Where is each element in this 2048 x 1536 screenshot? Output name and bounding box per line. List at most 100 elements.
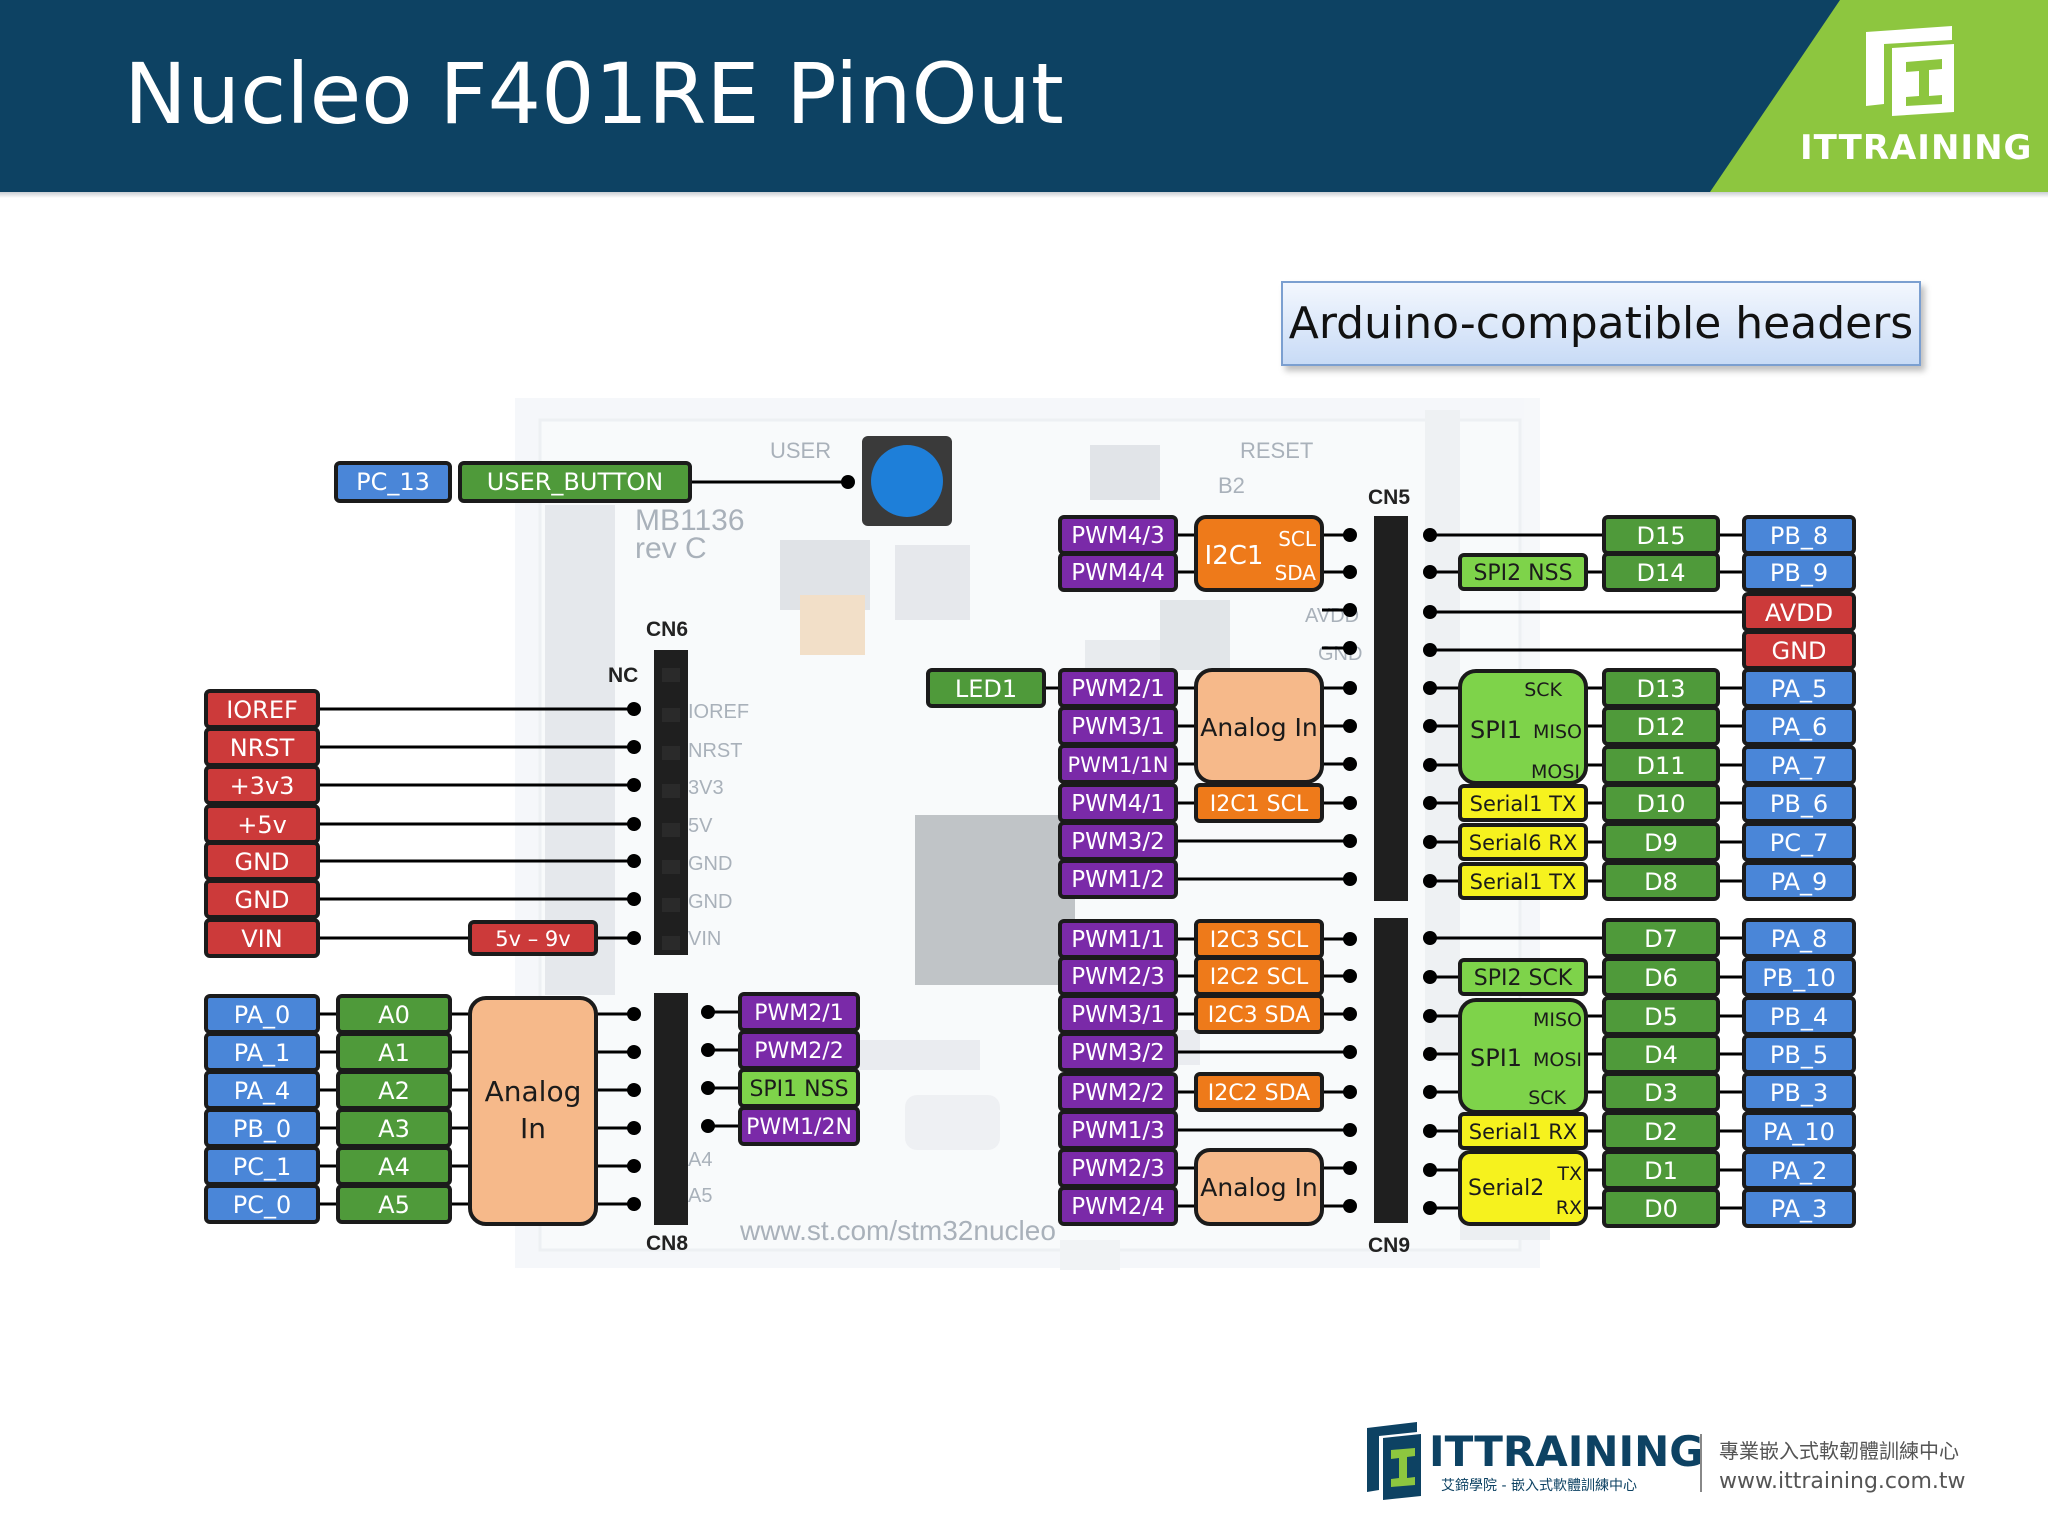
tag-a4: A4	[378, 1153, 410, 1181]
tag-d1: D1	[1644, 1157, 1678, 1185]
tag-pb4: PB_4	[1770, 1003, 1828, 1031]
tag-a3: A3	[378, 1115, 410, 1143]
tag-gnd-1: GND	[234, 848, 289, 876]
cn5-header	[1374, 516, 1408, 901]
tag-d14: D14	[1636, 559, 1685, 587]
tag-a5: A5	[378, 1191, 410, 1219]
tag-pa6: PA_6	[1771, 713, 1828, 741]
footer-logo-icon	[1367, 1422, 1421, 1500]
tag-cn9-spi1-miso: MISO	[1533, 1009, 1582, 1031]
tag-cn5-pwm4-4: PWM4/4	[1071, 560, 1164, 586]
tag-cn5-pwm4-3: PWM4/3	[1071, 523, 1164, 549]
footer-logo: ITTRAINING 艾鍗學院 - 嵌入式軟體訓練中心 專業嵌入式軟韌體訓練中心…	[1367, 1422, 1966, 1500]
silk-url: www.st.com/stm32nucleo	[739, 1215, 1056, 1246]
tag-cn9-pwm2-3a: PWM2/3	[1071, 964, 1164, 990]
tag-pb0: PB_0	[233, 1115, 291, 1143]
tag-cn8-spi1-nss: SPI1 NSS	[749, 1077, 848, 1102]
tag-cn8-pwm1-2n: PWM1/2N	[746, 1115, 852, 1140]
tag-pa2: PA_2	[1771, 1157, 1828, 1185]
tag-cn5-pwm1-2: PWM1/2	[1071, 867, 1164, 893]
tag-gnd-2: GND	[234, 886, 289, 914]
silk-gnd-1: GND	[688, 853, 732, 875]
silk-gnd-2: GND	[688, 891, 732, 913]
tag-3v3: +3v3	[230, 772, 295, 800]
tag-cn9-pwm1-1: PWM1/1	[1071, 927, 1164, 953]
tag-spi2-sck: SPI2 SCK	[1474, 966, 1573, 991]
silk-a5: A5	[688, 1185, 712, 1207]
silk-5v: 5V	[688, 815, 713, 837]
silk-vin: VIN	[688, 928, 721, 950]
silk-user: USER	[770, 438, 831, 463]
cn8-header	[654, 993, 688, 1225]
tag-i2c2-sda: I2C2 SDA	[1208, 1081, 1310, 1106]
tag-cn9-spi1-sck: SCK	[1528, 1087, 1566, 1109]
tag-serial2-rx: RX	[1556, 1197, 1582, 1219]
footer-cn-slogan: 專業嵌入式軟韌體訓練中心	[1719, 1439, 1959, 1463]
tag-pa7: PA_7	[1771, 752, 1828, 780]
tag-cn9-analog-in: Analog In	[1200, 1173, 1318, 1202]
tag-cn5-spi1-miso: MISO	[1533, 721, 1582, 743]
tag-serial2: Serial2	[1468, 1176, 1544, 1201]
footer-brand: ITTRAINING	[1429, 1427, 1704, 1476]
tag-d7: D7	[1644, 925, 1678, 953]
tag-pa9: PA_9	[1771, 868, 1828, 896]
tag-cn5-pwm3-2: PWM3/2	[1071, 829, 1164, 855]
cn9-label: CN9	[1368, 1234, 1410, 1257]
arduino-headers-callout: Arduino-compatible headers	[1281, 281, 1921, 366]
tag-cn5-spi2-nss: SPI2 NSS	[1473, 561, 1572, 586]
tag-user-button: USER_BUTTON	[487, 468, 663, 496]
tag-i2c2-scl: I2C2 SCL	[1210, 965, 1309, 990]
nc-label: NC	[608, 664, 638, 687]
tag-pb5: PB_5	[1770, 1041, 1828, 1069]
header-pin-sockets	[662, 668, 680, 950]
tag-cn9-spi1: SPI1	[1470, 1044, 1522, 1072]
tag-d8: D8	[1644, 868, 1678, 896]
tag-cn5-serial6-rx: Serial6 RX	[1469, 831, 1577, 855]
silk-ioref: IOREF	[688, 701, 749, 723]
tag-d15: D15	[1636, 522, 1685, 550]
header-labels: CN6 CN8 CN5 CN9 NC	[608, 486, 1410, 1257]
tag-ioref: IOREF	[226, 696, 298, 724]
tag-cn5-pwm2-1: PWM2/1	[1071, 676, 1164, 702]
tag-pc1: PC_1	[233, 1153, 292, 1181]
tag-5v: +5v	[237, 811, 287, 839]
tag-pb3: PB_3	[1770, 1079, 1828, 1107]
tag-i2c1-sda: SDA	[1275, 561, 1317, 585]
tag-cn5-pwm4-1: PWM4/1	[1071, 791, 1164, 817]
tag-d12: D12	[1636, 713, 1685, 741]
board-silkscreen: MB1136 rev C USER RESET B2 IOREF NRST 3V…	[635, 438, 1362, 1246]
connector-dots	[627, 475, 1437, 1215]
tag-d0: D0	[1644, 1195, 1678, 1223]
tag-nrst: NRST	[230, 734, 295, 762]
tag-d11: D11	[1636, 752, 1685, 780]
tag-pc0: PC_0	[233, 1191, 292, 1219]
tag-cn8-pwm2-1: PWM2/1	[754, 1001, 843, 1026]
pin-tags: PC_13 USER_BUTTON IOREF NRST +3v3 +5v GN…	[204, 461, 1856, 1228]
page-title: Nucleo F401RE PinOut	[124, 45, 1064, 143]
silk-rev: rev C	[635, 532, 707, 565]
silk-reset: RESET	[1240, 438, 1313, 463]
tag-d6: D6	[1644, 964, 1678, 992]
cn9-header	[1374, 918, 1408, 1223]
tag-pa10: PA_10	[1763, 1118, 1835, 1146]
tag-d13: D13	[1636, 675, 1685, 703]
tag-cn5-serial1-tx-1: Serial1 TX	[1470, 792, 1577, 816]
silk-3v3: 3V3	[688, 777, 724, 799]
tag-pa0: PA_0	[234, 1001, 291, 1029]
tag-cn5-i2c1-scl: I2C1 SCL	[1210, 792, 1309, 817]
tag-i2c3-scl: I2C3 SCL	[1210, 928, 1309, 953]
tag-pc7: PC_7	[1770, 829, 1829, 857]
ittraining-logo-icon	[1866, 26, 1954, 116]
user-button-cap[interactable]	[871, 445, 943, 517]
tag-serial1-rx: Serial1 RX	[1469, 1120, 1577, 1144]
tag-pb8: PB_8	[1770, 522, 1828, 550]
tag-cn8-analog-2: In	[520, 1112, 546, 1145]
tag-pa5: PA_5	[1771, 675, 1828, 703]
tag-pc13-box	[334, 461, 452, 503]
tag-d9: D9	[1644, 829, 1678, 857]
tag-a0: A0	[378, 1001, 410, 1029]
tag-vin-range: 5v – 9v	[495, 927, 570, 951]
silk-mb1136: MB1136	[635, 504, 745, 537]
tag-led1: LED1	[955, 675, 1017, 703]
